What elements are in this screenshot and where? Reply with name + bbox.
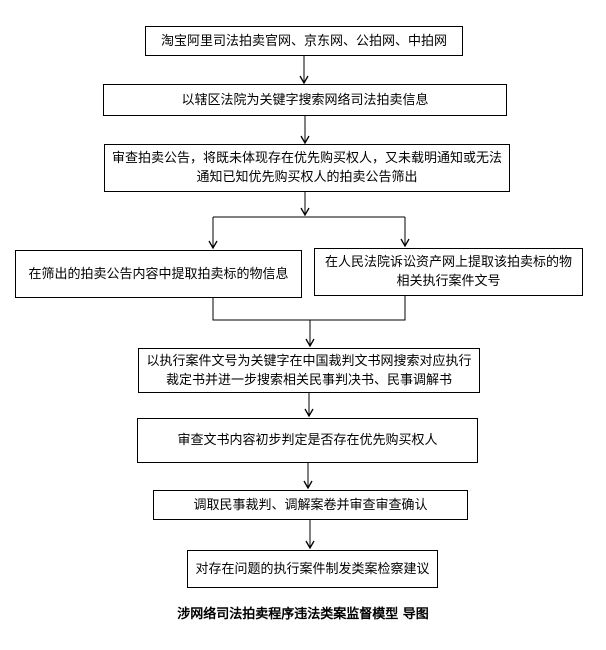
node-text: 淘宝阿里司法拍卖官网、京东网、公拍网、中拍网 (160, 33, 447, 49)
node-text-line-2: 通知已知优先购买权人的拍卖公告筛出 (196, 170, 418, 185)
flow-node-extract-subject-info: 在筛出的拍卖公告内容中提取拍卖标的物信息 (15, 250, 302, 298)
node-text: 调取民事裁判、调解案卷并审查审查确认 (193, 497, 428, 513)
flow-node-screen-announcements: 审查拍卖公告，将既未体现存在优先购买权人，又未载明通知或无法 通知已知优先购买权… (104, 144, 510, 192)
diagram-caption: 涉网络司法拍卖程序违法类案监督模型 导图 (177, 607, 429, 622)
flow-node-review-documents: 审查文书内容初步判定是否存在优先购买权人 (137, 418, 478, 463)
flow-node-issue-suggestion: 对存在问题的执行案件制发类案检察建议 (187, 550, 438, 588)
node-text-line-1: 在人民法院诉讼资产网上提取该拍卖标的物 (324, 255, 572, 270)
flow-node-extract-case-number: 在人民法院诉讼资产网上提取该拍卖标的物 相关执行案件文号 (314, 248, 583, 296)
node-text-line-1: 审查拍卖公告，将既未体现存在优先购买权人，又未载明通知或无法 (111, 151, 502, 166)
node-text-line-2: 相关执行案件文号 (396, 274, 501, 289)
node-text: 对存在问题的执行案件制发类案检察建议 (195, 561, 430, 577)
flow-node-retrieve-case-files: 调取民事裁判、调解案卷并审查审查确认 (153, 490, 468, 520)
flow-node-keyword-search: 以辖区法院为关键字搜索网络司法拍卖信息 (103, 84, 507, 116)
node-text-line-2: 裁定书并进一步搜索相关民事判决书、民事调解书 (165, 372, 452, 388)
node-text: 审查文书内容初步判定是否存在优先购买权人 (177, 433, 438, 448)
node-text: 以辖区法院为关键字搜索网络司法拍卖信息 (181, 92, 429, 108)
flow-node-auction-websites: 淘宝阿里司法拍卖官网、京东网、公拍网、中拍网 (145, 26, 463, 56)
node-text: 在筛出的拍卖公告内容中提取拍卖标的物信息 (28, 266, 289, 282)
flow-node-search-judgment-docs: 以执行案件文号为关键字在中国裁判文书网搜索对应执行 裁定书并进一步搜索相关民事判… (138, 348, 480, 393)
node-text-line-1: 以执行案件文号为关键字在中国裁判文书网搜索对应执行 (146, 353, 472, 369)
